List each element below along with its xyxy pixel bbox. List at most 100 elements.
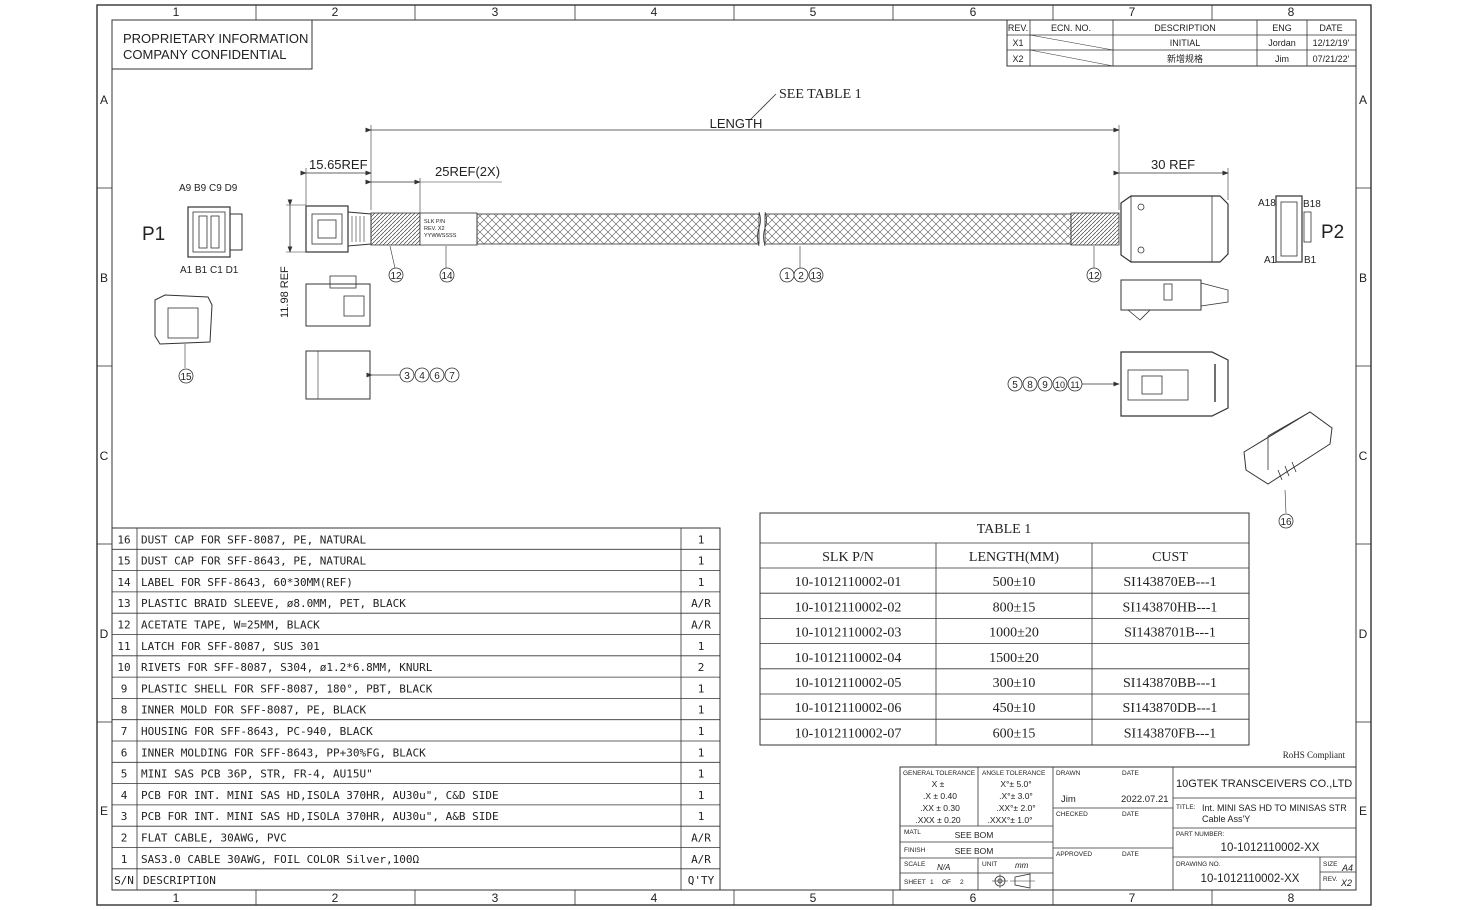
col-label: 5 (810, 891, 817, 905)
col-label: 3 (492, 891, 499, 905)
col-label: 7 (1129, 5, 1136, 19)
bom-qty: 1 (698, 640, 705, 653)
bom-item-no: 3 (121, 810, 128, 823)
bom-item-no: 2 (121, 832, 128, 845)
proprietary-notice: PROPRIETARY INFORMATION COMPANY CONFIDEN… (111, 19, 313, 70)
balloon: 12 (1088, 271, 1100, 282)
bom-description: LABEL FOR SFF-8643, 60*30MM(REF) (141, 576, 353, 589)
table1-header: SLK P/N (822, 550, 874, 565)
svg-text:REV. X2: REV. X2 (424, 226, 445, 232)
bom-qty: 1 (698, 576, 705, 589)
table1-length: 1000±20 (989, 626, 1039, 641)
bom-description: ACETATE TAPE, W=25MM, BLACK (141, 619, 320, 632)
bom-description: HOUSING FOR SFF-8643, PC-940, BLACK (141, 725, 373, 738)
balloon: 11 (1070, 380, 1079, 390)
bom-description: MINI SAS PCB 36P, STR, FR-4, AU15U" (141, 768, 373, 781)
p1-housing-views: 3 4 6 7 (305, 275, 460, 400)
svg-text:DATE: DATE (1122, 851, 1140, 858)
bom-description: PLASTIC BRAID SLEEVE, ø8.0MM, PET, BLACK (141, 597, 406, 610)
svg-text:DRAWN: DRAWN (1056, 770, 1081, 777)
col-label: 6 (970, 891, 977, 905)
balloon: 1 (784, 271, 790, 282)
length-dim: LENGTH (710, 116, 763, 131)
sff-8643-connector-icon (305, 205, 372, 253)
bom-item-no: 5 (121, 768, 128, 781)
table1-header: LENGTH(MM) (969, 550, 1060, 565)
rev-header: DATE (1319, 23, 1342, 33)
bom-qty: 1 (698, 682, 705, 695)
svg-text:SHEET: SHEET (904, 879, 926, 886)
table1-length: 300±10 (993, 676, 1036, 691)
table1-length: 800±15 (993, 600, 1036, 615)
bom-item-no: 15 (117, 555, 130, 568)
bom-qty: A/R (691, 597, 711, 610)
bom-qty: 1 (698, 555, 705, 568)
svg-text:.X°± 3.0°: .X°± 3.0° (999, 791, 1033, 801)
svg-text:SCALE: SCALE (904, 861, 926, 868)
table1-length: 500±10 (993, 575, 1036, 590)
bom-qty: A/R (691, 853, 711, 866)
svg-text:ANGLE TOLERANCE: ANGLE TOLERANCE (982, 770, 1046, 777)
table1-cust: SI143870HB---1 (1123, 600, 1218, 615)
dust-cap-sff-8087-icon: 16 (1243, 411, 1333, 529)
col-label: 4 (651, 891, 658, 905)
balloon: 8 (1027, 380, 1033, 391)
svg-text:.XX°± 2.0°: .XX°± 2.0° (996, 803, 1035, 813)
bom-qty: 1 (698, 533, 705, 546)
col-label: 4 (651, 5, 658, 19)
table1-length: 450±10 (993, 701, 1036, 716)
bom-item-no: 4 (121, 789, 128, 802)
svg-text:.XXX ± 0.20: .XXX ± 0.20 (915, 815, 961, 825)
balloon: 5 (1012, 380, 1018, 391)
braid-sleeve (764, 213, 1072, 245)
table1-pn: 10-1012110002-02 (795, 600, 902, 615)
col-label: 7 (1129, 891, 1136, 905)
bom-description: PCB FOR INT. MINI SAS HD,ISOLA 370HR, AU… (141, 810, 499, 823)
svg-text:Jim: Jim (1061, 794, 1076, 805)
rev-cell: X2 (1012, 54, 1023, 64)
bom-row: 3 PCB FOR INT. MINI SAS HD,ISOLA 370HR, A… (121, 810, 705, 823)
bom-item-no: 13 (117, 597, 130, 610)
svg-text:SEE BOM: SEE BOM (955, 830, 994, 840)
col-label: 1 (173, 891, 180, 905)
table1-cust: SI143870EB---1 (1123, 575, 1216, 590)
acetate-tape-right (1070, 212, 1120, 246)
row-label: A (1359, 93, 1367, 107)
svg-text:A1 B1 C1 D1: A1 B1 C1 D1 (180, 265, 239, 276)
sff-8087-connector-icon (1120, 195, 1229, 263)
svg-text:A9 B9 C9 D9: A9 B9 C9 D9 (179, 183, 238, 194)
bom-item-no: 7 (121, 725, 128, 738)
p1-face-view: P1 A9 B9 C9 D9 A1 B1 C1 D1 (142, 183, 243, 276)
svg-text:1: 1 (930, 879, 934, 886)
svg-text:REV.: REV. (1323, 876, 1338, 883)
row-label: E (1359, 804, 1367, 818)
balloon: 2 (798, 271, 804, 282)
table1-length: 1500±20 (989, 651, 1039, 666)
col-label: 1 (173, 5, 180, 19)
drawing-frame: 1 2 3 4 5 6 7 8 1 2 3 4 5 6 7 8 A B C D … (96, 4, 1372, 906)
rev-cell: Jordan (1268, 38, 1296, 48)
balloon: 3 (404, 371, 410, 382)
bom-item-no: 11 (117, 640, 130, 653)
bom-qty: 1 (698, 725, 705, 738)
length-table: TABLE 1 SLK P/N LENGTH(MM) CUST 10-10121… (759, 512, 1250, 746)
bom-qty: A/R (691, 832, 711, 845)
svg-text:A4: A4 (1341, 863, 1353, 873)
braid-sleeve (476, 213, 760, 245)
bom-item-no: 9 (121, 682, 128, 695)
bom-qty: 1 (698, 704, 705, 717)
bom-item-no: 12 (117, 619, 130, 632)
svg-text:X ±: X ± (932, 779, 945, 789)
dim-15-65: 15.65REF (309, 157, 368, 172)
svg-text:DRAWING NO.: DRAWING NO. (1176, 861, 1221, 868)
rev-cell: X1 (1012, 38, 1023, 48)
rev-cell: Jim (1275, 54, 1289, 64)
table1-pn: 10-1012110002-05 (795, 676, 902, 691)
svg-text:MATL: MATL (904, 829, 921, 836)
table1-pn: 10-1012110002-06 (795, 701, 902, 716)
